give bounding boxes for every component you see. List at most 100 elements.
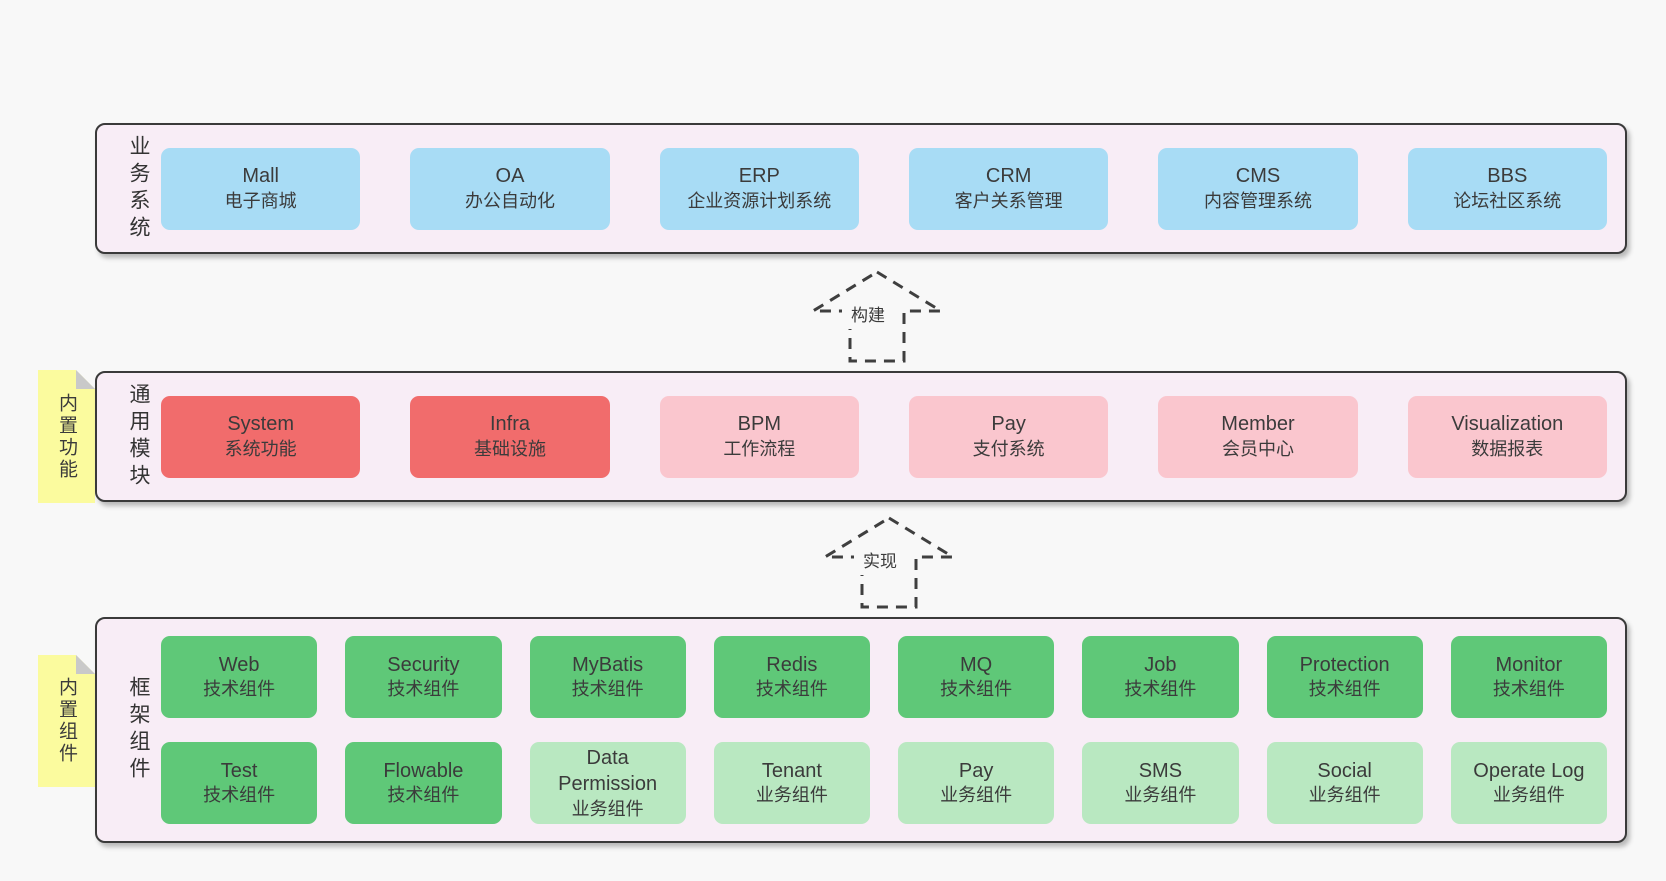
implement-arrow: 实现	[822, 514, 956, 610]
box-title: Web	[218, 653, 260, 676]
sticky-built-in-functions: 内置功能	[38, 370, 95, 503]
box-title: OA	[495, 165, 525, 188]
box-subtitle: 技术组件	[571, 679, 644, 700]
business-boxes-row: Mall 电子商城 OA 办公自动化 ERP 企业资源计划系统 CRM 客户关系…	[161, 147, 1607, 230]
box-title: SMS	[1138, 759, 1183, 782]
box-title: Tenant	[761, 759, 822, 782]
box-subtitle: 技术组件	[940, 679, 1013, 700]
box-title: MQ	[960, 653, 993, 676]
up-arrow-icon: 实现	[822, 516, 956, 609]
box-title: Member	[1221, 413, 1295, 436]
layer-title-framework: 框架组件	[127, 676, 150, 784]
box-mq: MQ 技术组件	[898, 636, 1055, 718]
arrow-label: 构建	[851, 306, 885, 325]
box-subtitle: 技术组件	[387, 785, 460, 806]
box-title: Pay	[958, 759, 994, 782]
box-flowable: Flowable 技术组件	[345, 742, 502, 824]
box-visualization: Visualization 数据报表	[1407, 395, 1607, 478]
box-member: Member 会员中心	[1158, 395, 1358, 478]
box-title: Social	[1317, 759, 1372, 782]
folded-corner-icon	[76, 370, 95, 389]
box-subtitle: 技术组件	[387, 679, 460, 700]
box-title: Pay	[991, 413, 1026, 436]
box-subtitle: 会员中心	[1221, 438, 1294, 459]
box-title: Visualization	[1451, 413, 1564, 436]
box-job: Job 技术组件	[1082, 636, 1239, 718]
box-subtitle: 技术组件	[1492, 679, 1565, 700]
box-subtitle: 技术组件	[203, 785, 276, 806]
box-title: Security	[387, 653, 460, 676]
framework-rows: Web 技术组件 Security 技术组件 MyBatis 技术组件 Redi…	[161, 636, 1607, 824]
box-sms: SMS 业务组件	[1082, 742, 1239, 824]
box-subtitle: 数据报表	[1471, 438, 1544, 459]
sticky-label: 内置功能	[56, 392, 77, 481]
box-subtitle: 技术组件	[1124, 679, 1197, 700]
framework-boxes-row-1: Web 技术组件 Security 技术组件 MyBatis 技术组件 Redi…	[161, 636, 1607, 718]
box-subtitle: 企业资源计划系统	[687, 190, 832, 211]
box-system: System 系统功能	[161, 395, 361, 478]
box-bpm: BPM 工作流程	[659, 395, 859, 478]
box-title: Monitor	[1495, 653, 1563, 676]
layer-business-systems: 业务系统 Mall 电子商城 OA 办公自动化 ERP 企业资源计划系统 CRM…	[95, 123, 1627, 254]
box-subtitle: 业务组件	[1308, 785, 1381, 806]
box-data-permission: Data Permission 业务组件	[529, 742, 686, 824]
box-title: Infra	[489, 413, 530, 436]
arrow-label: 实现	[863, 552, 897, 571]
box-crm: CRM 客户关系管理	[908, 147, 1109, 230]
box-pay-biz: Pay 业务组件	[898, 742, 1055, 824]
box-social: Social 业务组件	[1266, 742, 1423, 824]
box-subtitle: 业务组件	[940, 785, 1013, 806]
box-bbs: BBS 论坛社区系统	[1407, 147, 1607, 230]
box-title: Data Permission	[558, 746, 658, 796]
box-title: Flowable	[383, 759, 464, 782]
box-title: Redis	[766, 653, 818, 676]
box-mall: Mall 电子商城	[161, 147, 361, 230]
box-operate-log: Operate Log 业务组件	[1450, 742, 1607, 824]
box-subtitle: 业务组件	[571, 798, 644, 819]
box-title: BPM	[737, 413, 781, 436]
box-subtitle: 电子商城	[224, 190, 297, 211]
box-test: Test 技术组件	[161, 742, 318, 824]
box-subtitle: 技术组件	[1308, 679, 1381, 700]
box-subtitle: 基础设施	[473, 438, 546, 459]
box-mybatis: MyBatis 技术组件	[529, 636, 686, 718]
box-protection: Protection 技术组件	[1266, 636, 1423, 718]
box-tenant: Tenant 业务组件	[713, 742, 870, 824]
box-infra: Infra 基础设施	[410, 395, 610, 478]
layer-framework-components: 框架组件 Web 技术组件 Security 技术组件 MyBatis 技术组件…	[95, 617, 1627, 843]
layer-title-business: 业务系统	[127, 134, 150, 243]
box-subtitle: 客户关系管理	[954, 190, 1063, 211]
box-title: Operate Log	[1473, 759, 1585, 782]
framework-boxes-row-2: Test 技术组件 Flowable 技术组件 Data Permission …	[161, 742, 1607, 824]
box-pay: Pay 支付系统	[908, 395, 1109, 478]
box-erp: ERP 企业资源计划系统	[659, 147, 859, 230]
box-title: MyBatis	[572, 653, 644, 676]
up-arrow-icon: 构建	[810, 270, 944, 363]
box-title: CRM	[985, 165, 1032, 188]
box-oa: OA 办公自动化	[410, 147, 610, 230]
box-subtitle: 办公自动化	[464, 190, 555, 211]
box-subtitle: 技术组件	[203, 679, 276, 700]
common-boxes-row: System 系统功能 Infra 基础设施 BPM 工作流程 Pay 支付系统…	[161, 395, 1607, 478]
box-title: System	[227, 413, 294, 436]
box-web: Web 技术组件	[161, 636, 318, 718]
box-title: BBS	[1487, 165, 1528, 188]
box-subtitle: 工作流程	[723, 438, 796, 459]
box-title: Job	[1144, 653, 1177, 676]
sticky-built-in-components: 内置组件	[38, 655, 95, 787]
box-security: Security 技术组件	[345, 636, 502, 718]
build-arrow: 构建	[810, 268, 944, 364]
box-subtitle: 内容管理系统	[1203, 190, 1312, 211]
box-redis: Redis 技术组件	[713, 636, 870, 718]
layer-title-common: 通用模块	[127, 382, 150, 491]
box-subtitle: 系统功能	[224, 438, 297, 459]
folded-corner-icon	[76, 655, 95, 674]
box-subtitle: 业务组件	[1124, 785, 1197, 806]
box-monitor: Monitor 技术组件	[1450, 636, 1607, 718]
box-title: ERP	[738, 165, 780, 188]
box-cms: CMS 内容管理系统	[1158, 147, 1358, 230]
box-title: Test	[220, 759, 258, 782]
box-title: Protection	[1299, 653, 1390, 676]
box-title: CMS	[1235, 165, 1281, 188]
box-subtitle: 技术组件	[755, 679, 828, 700]
